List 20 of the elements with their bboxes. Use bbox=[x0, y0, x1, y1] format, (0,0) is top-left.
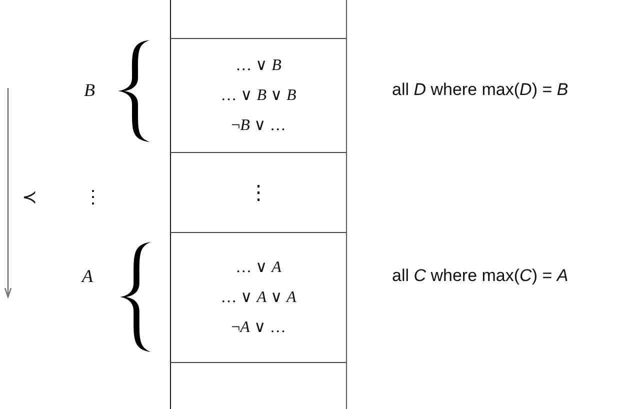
clause-text: … ∨ B ∨ B bbox=[220, 86, 296, 106]
ellipsis: ⋮ bbox=[248, 182, 268, 202]
clause-text: … ∨ A bbox=[236, 258, 282, 278]
description-text: all C where max(C) = A bbox=[392, 266, 568, 286]
clause-text: ¬B ∨ … bbox=[231, 116, 286, 136]
clause-text: … ∨ A ∨ A bbox=[220, 288, 296, 308]
column-segment bbox=[170, 232, 347, 362]
description-text: all D where max(D) = B bbox=[392, 80, 568, 100]
variable-label: A bbox=[82, 266, 93, 287]
column-segment bbox=[170, 38, 347, 152]
variable-label: ⋮ bbox=[84, 186, 102, 208]
clause-text: … ∨ B bbox=[236, 56, 282, 76]
curly-brace bbox=[120, 242, 151, 352]
clause-text: ¬A ∨ … bbox=[231, 318, 286, 338]
variable-label: ≺ bbox=[22, 186, 37, 208]
column-segment bbox=[170, 152, 347, 232]
column-segment bbox=[170, 0, 347, 38]
column-segment bbox=[170, 362, 347, 409]
variable-label: B bbox=[84, 80, 95, 101]
curly-brace bbox=[118, 40, 150, 142]
